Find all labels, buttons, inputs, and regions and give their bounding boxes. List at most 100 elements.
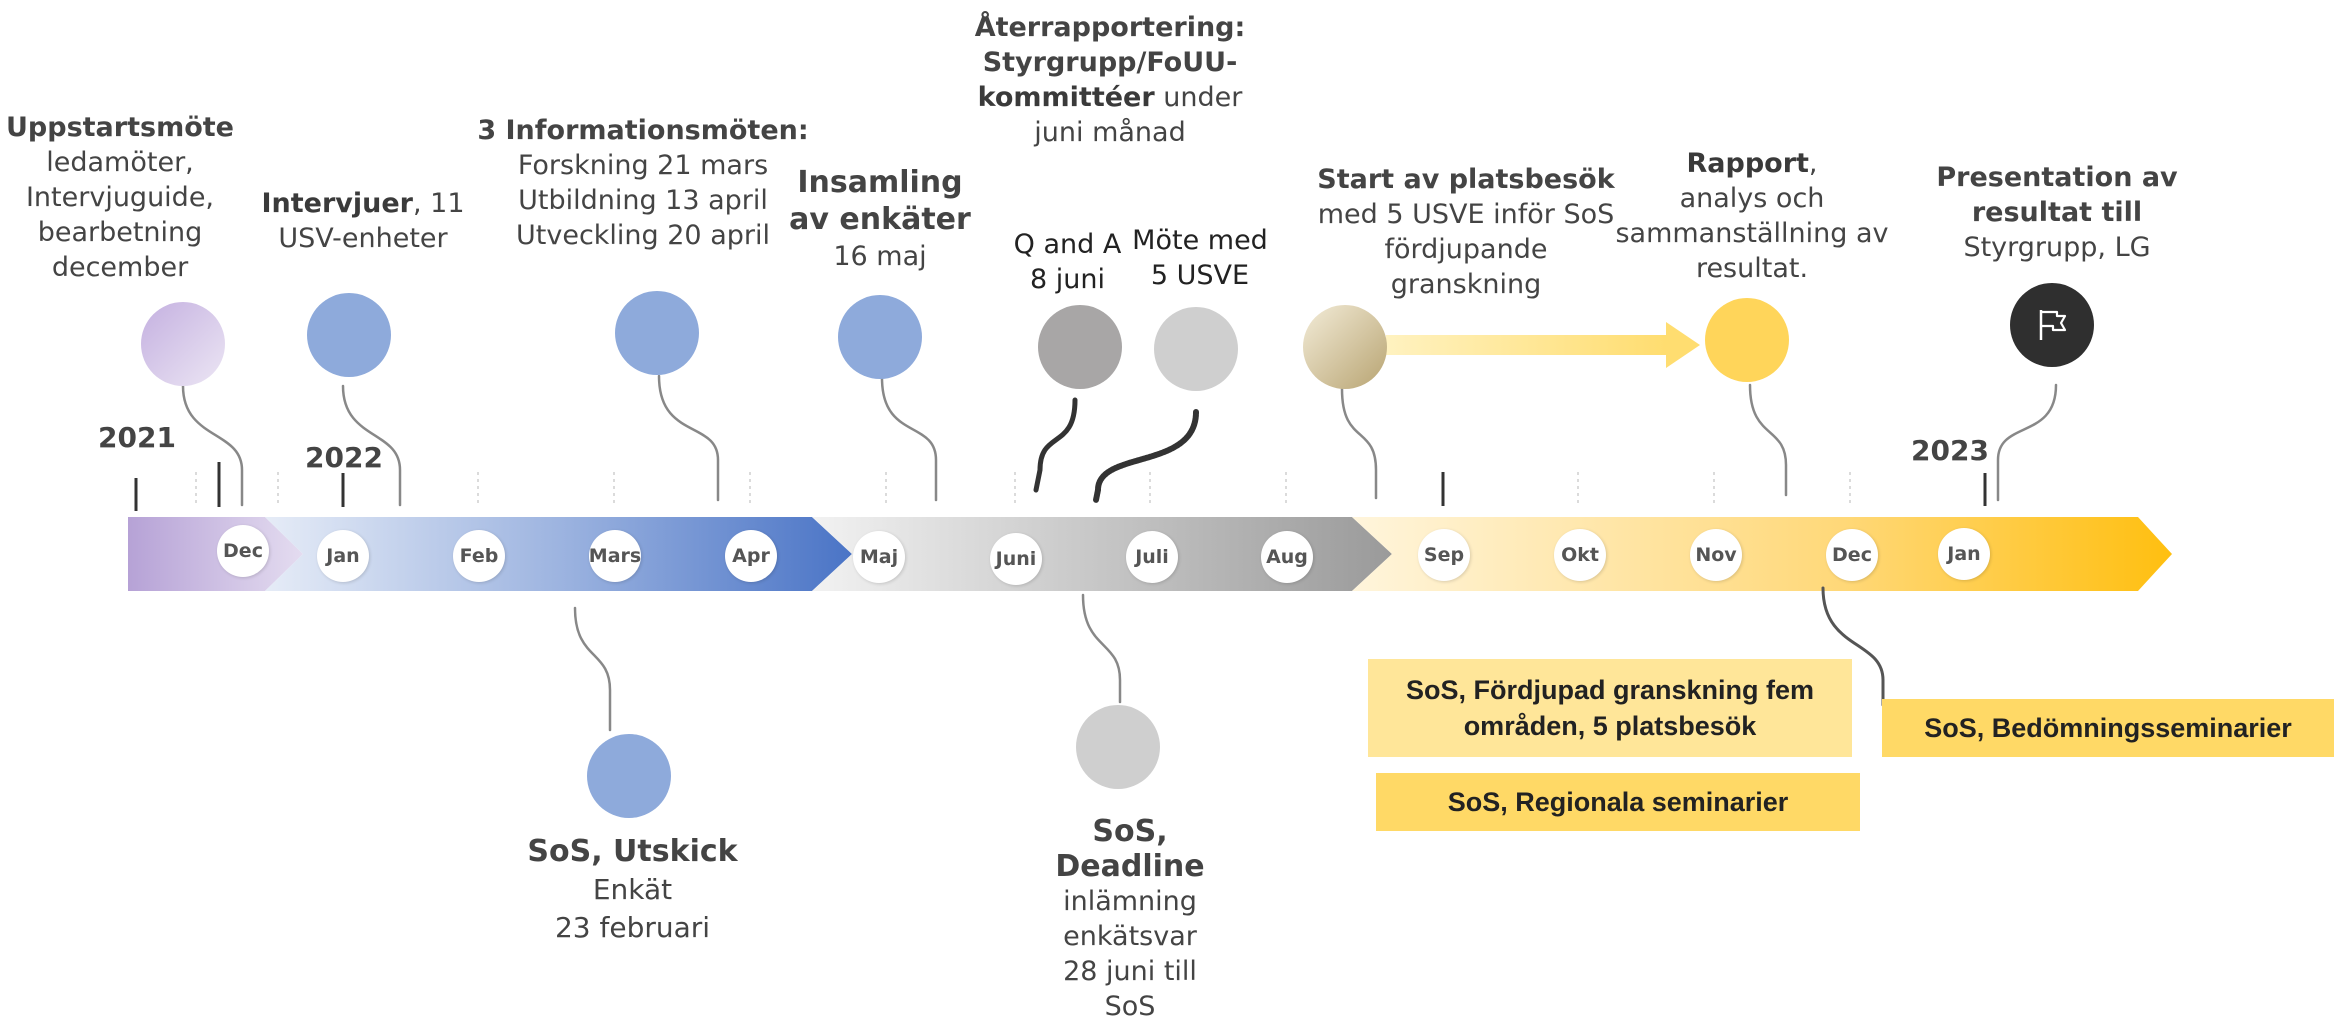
aterrapport-title: Återrapportering: <box>974 12 1246 43</box>
month-sep: Sep <box>1418 529 1470 581</box>
milestone-intervjuer: Intervjuer, 11 USV-enheter <box>238 186 488 256</box>
platsbesok-line2: fördjupande <box>1384 234 1548 265</box>
insamling-line: 16 maj <box>833 241 927 272</box>
year-ticks <box>134 462 1987 511</box>
circles <box>141 283 2094 818</box>
utskick-line1: Enkät <box>592 873 673 906</box>
presentation-line: Styrgrupp, LG <box>1963 232 2151 263</box>
platsbesok-title: Start av platsbesök <box>1317 164 1615 195</box>
connector-deadline <box>1081 593 1122 704</box>
mote-line1: Möte med <box>1132 225 1268 256</box>
milestone-uppstart: Uppstartsmöte ledamöter, Intervjuguide, … <box>2 110 238 285</box>
band-grey <box>812 517 1392 591</box>
flag-icon <box>2022 295 2082 355</box>
milestone-mote: Möte med 5 USVE <box>1130 223 1270 293</box>
connector-platsbesok <box>1340 387 1378 500</box>
info-line2: Utbildning 13 april <box>518 185 768 216</box>
presentation-title2: resultat till <box>1971 197 2143 228</box>
fordjupad-line2: områden, 5 platsbesök <box>1463 711 1757 741</box>
deadline-title1: SoS, <box>1092 814 1168 849</box>
connector-uppstart <box>181 384 244 507</box>
year-2021: 2021 <box>98 421 176 454</box>
platsbesok-line3: granskning <box>1390 269 1542 300</box>
month-nov: Nov <box>1690 529 1742 581</box>
month-dec-2022: Dec <box>1826 529 1878 581</box>
qa-line1: Q and A <box>1013 229 1122 260</box>
month-ticks <box>195 472 1851 505</box>
info-line3: Utveckling 20 april <box>516 220 770 251</box>
platsbesok-line1: med 5 USVE inför SoS <box>1317 199 1615 230</box>
year-2023: 2023 <box>1911 434 1989 467</box>
month-jan-2023: Jan <box>1938 528 1990 580</box>
fordjupad-line1: SoS, Fördjupad granskning fem <box>1405 675 1815 705</box>
milestone-presentation: Presentation av resultat till Styrgrupp,… <box>1912 160 2202 265</box>
month-juni: Juni <box>990 533 1042 585</box>
month-juli: Juli <box>1126 531 1178 583</box>
box-regionala-seminarier: SoS, Regionala seminarier <box>1376 773 1860 831</box>
month-mars: Mars <box>589 530 641 582</box>
info-line1: Forskning 21 mars <box>517 150 769 181</box>
aterrapport-line2: Styrgrupp/FoUU- <box>982 47 1238 78</box>
info-title: 3 Informationsmöten: <box>477 115 809 146</box>
uppstart-title: Uppstartsmöte <box>6 112 234 143</box>
rapport-line1: analys och <box>1679 183 1825 214</box>
month-dec-2021: Dec <box>217 525 269 577</box>
month-jan: Jan <box>317 530 369 582</box>
connector-presentation <box>1996 383 2058 502</box>
deadline-line2: enkätsvar <box>1063 921 1197 952</box>
connector-mote <box>1093 409 1199 503</box>
aterrapport-line3-bold: kommittéer <box>977 82 1155 113</box>
deadline-line3: 28 juni till <box>1063 956 1197 987</box>
milestone-insamling: Insamling av enkäter 16 maj <box>760 164 1000 275</box>
month-maj: Maj <box>853 531 905 583</box>
milestone-qa: Q and A 8 juni <box>1000 227 1135 297</box>
connector-rapport <box>1748 383 1788 497</box>
aterrapport-line4: juni månad <box>1034 117 1186 148</box>
mote-line2: 5 USVE <box>1150 260 1250 291</box>
band-gold <box>1352 517 2172 591</box>
milestone-info: 3 Informationsmöten: Forskning 21 mars U… <box>468 113 818 253</box>
rapport-rest: , <box>1808 148 1818 179</box>
rapport-line3: resultat. <box>1695 253 1809 284</box>
intervjuer-line2: USV-enheter <box>278 223 448 254</box>
connector-intervjuer <box>341 384 402 507</box>
utskick-title: SoS, Utskick <box>527 834 738 869</box>
year-2022: 2022 <box>305 441 383 474</box>
uppstart-line2: Intervjuguide, <box>25 182 215 213</box>
month-feb: Feb <box>453 530 505 582</box>
milestone-aterrapport: Återrapportering: Styrgrupp/FoUU- kommit… <box>960 10 1260 150</box>
month-okt: Okt <box>1554 529 1606 581</box>
intervjuer-rest: , 11 <box>412 188 465 219</box>
utskick-line2: 23 februari <box>554 911 711 944</box>
connector-info <box>657 374 720 502</box>
connector-utskick <box>573 606 612 732</box>
deadline-title2: Deadline <box>1055 849 1205 884</box>
uppstart-line4: december <box>51 252 189 283</box>
milestone-platsbesok: Start av platsbesök med 5 USVE inför SoS… <box>1296 162 1636 302</box>
insamling-title2: av enkäter <box>789 202 971 237</box>
box-bedomningsseminarier: SoS, Bedömningsseminarier <box>1882 699 2334 757</box>
uppstart-line3: bearbetning <box>37 217 203 248</box>
deadline-line4: SoS <box>1104 991 1156 1022</box>
insamling-title1: Insamling <box>797 165 963 200</box>
band-blue <box>265 517 852 591</box>
month-aug: Aug <box>1261 531 1313 583</box>
qa-line2: 8 juni <box>1030 264 1105 295</box>
presentation-title1: Presentation av <box>1936 162 2178 193</box>
rapport-line2: sammanställning av <box>1615 218 1889 249</box>
intervjuer-title: Intervjuer <box>261 188 413 219</box>
connector-insamling <box>880 376 938 502</box>
aterrapport-line3-rest: under <box>1154 82 1243 113</box>
rapport-title: Rapport <box>1686 148 1809 179</box>
connector-sos-box <box>1821 586 1885 707</box>
uppstart-line1: ledamöter, <box>46 147 194 178</box>
milestone-deadline: SoS, Deadline inlämning enkätsvar 28 jun… <box>1020 814 1240 1024</box>
month-apr: Apr <box>725 530 777 582</box>
box-fordjupad-granskning: SoS, Fördjupad granskning fem områden, 5… <box>1368 659 1852 757</box>
milestone-rapport: Rapport, analys och sammanställning av r… <box>1612 146 1892 286</box>
platsbesok-arrow <box>1386 322 1700 368</box>
connector-qa <box>1033 397 1078 493</box>
deadline-line1: inlämning <box>1063 886 1197 917</box>
milestone-utskick: SoS, Utskick Enkät 23 februari <box>500 833 765 947</box>
